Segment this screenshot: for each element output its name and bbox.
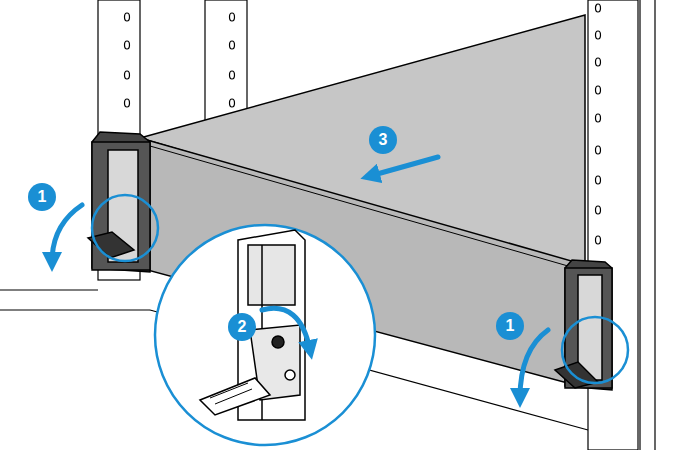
callout-number: 3	[369, 126, 397, 154]
callout-number: 2	[228, 313, 256, 341]
callout-number: 1	[28, 183, 56, 211]
callout-number: 1	[496, 312, 524, 340]
zoom-detail	[155, 225, 375, 445]
motion-arrows	[52, 157, 548, 398]
rack	[0, 0, 655, 450]
